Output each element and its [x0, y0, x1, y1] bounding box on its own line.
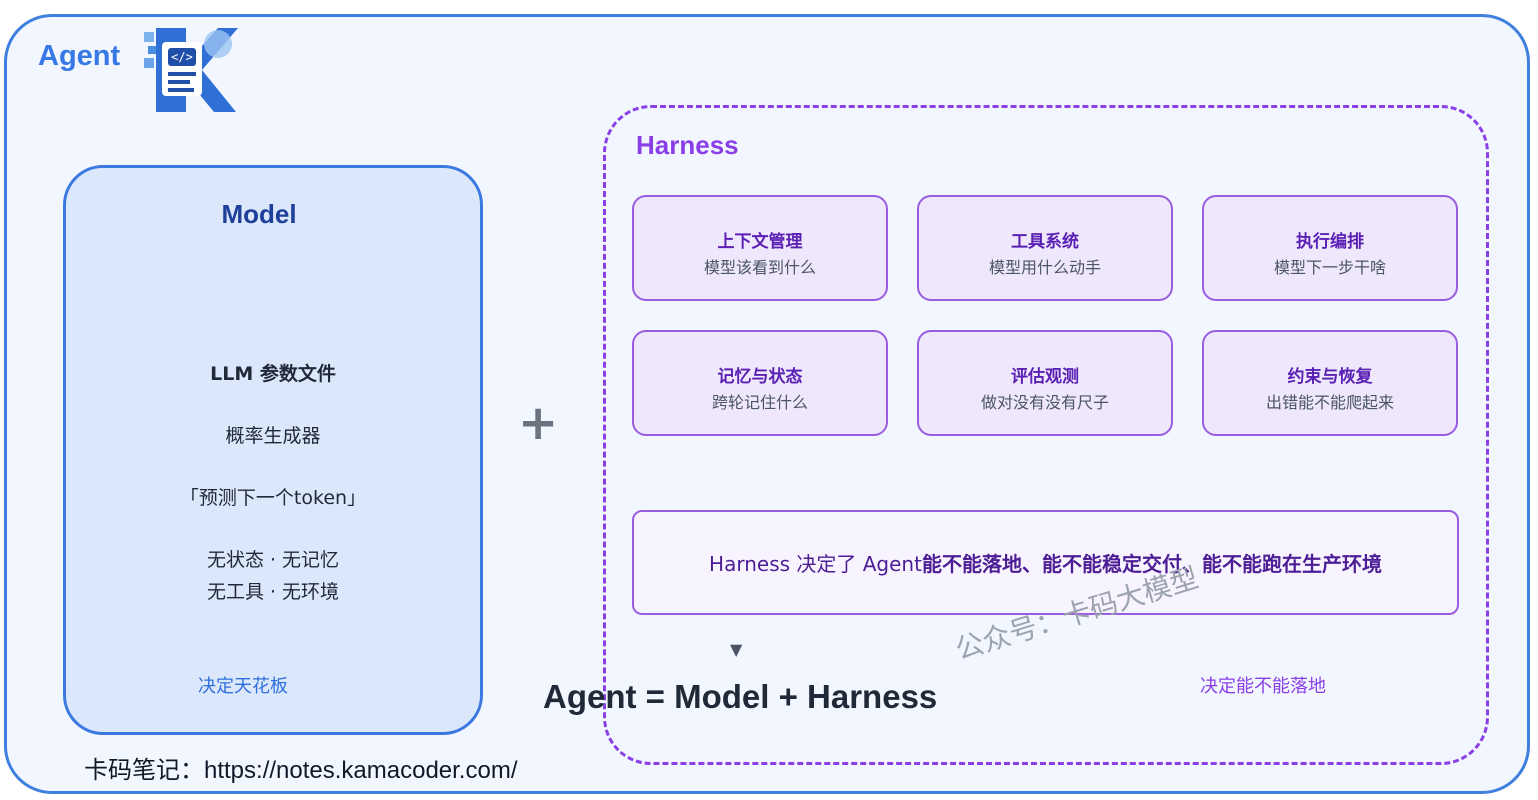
- harness-box: [603, 105, 1489, 765]
- card-evaluation: 评估观测 做对没有没有尺子: [917, 330, 1173, 436]
- model-footer: 决定天花板: [198, 676, 288, 697]
- card-title: 约束与恢复: [1287, 367, 1373, 387]
- summary-bold: 能不能落地、能不能稳定交付、能不能跑在生产环境: [921, 552, 1382, 576]
- card-title: 上下文管理: [717, 232, 803, 252]
- card-title: 工具系统: [1011, 232, 1079, 252]
- harness-footer: 决定能不能落地: [1200, 676, 1326, 697]
- card-subtitle: 出错能不能爬起来: [1265, 393, 1394, 412]
- site-footer: 卡码笔记：https://notes.kamacoder.com/: [84, 757, 518, 784]
- summary-prefix: Harness 决定了 Agent: [709, 552, 922, 576]
- card-title: 执行编排: [1296, 232, 1364, 252]
- model-line-toolless: 无工具 · 无环境: [206, 581, 340, 603]
- card-subtitle: 模型该看到什么: [703, 258, 816, 277]
- card-orchestration: 执行编排 模型下一步干啥: [1202, 195, 1458, 301]
- card-title: 评估观测: [1011, 367, 1079, 387]
- card-subtitle: 模型下一步干啥: [1273, 258, 1386, 277]
- arrow-down-icon: ▼: [730, 640, 743, 659]
- card-context: 上下文管理 模型该看到什么: [632, 195, 888, 301]
- model-box: [63, 165, 483, 735]
- card-title: 记忆与状态: [717, 367, 803, 387]
- card-tools: 工具系统 模型用什么动手: [917, 195, 1173, 301]
- card-memory: 记忆与状态 跨轮记住什么: [632, 330, 888, 436]
- model-line-generator: 概率生成器: [225, 425, 321, 447]
- card-subtitle: 做对没有没有尺子: [980, 393, 1109, 412]
- equation: Agent = Model + Harness: [543, 678, 938, 715]
- harness-title: Harness: [636, 130, 739, 160]
- svg-text:</>: </>: [171, 50, 193, 64]
- model-line-params: LLM 参数文件: [210, 363, 336, 385]
- harness-summary: Harness 决定了 Agent 能不能落地、能不能稳定交付、能不能跑在生产环…: [632, 510, 1459, 615]
- kamacoder-logo-icon: </>: [144, 28, 238, 112]
- model-line-stateless: 无状态 · 无记忆: [206, 549, 340, 571]
- model-line-predict: 「预测下一个token」: [179, 487, 367, 509]
- plus-icon: +: [518, 395, 559, 451]
- card-subtitle: 模型用什么动手: [988, 258, 1101, 277]
- card-subtitle: 跨轮记住什么: [711, 393, 808, 412]
- agent-title: Agent: [38, 40, 121, 72]
- model-title: Model: [221, 199, 297, 229]
- card-recovery: 约束与恢复 出错能不能爬起来: [1202, 330, 1458, 436]
